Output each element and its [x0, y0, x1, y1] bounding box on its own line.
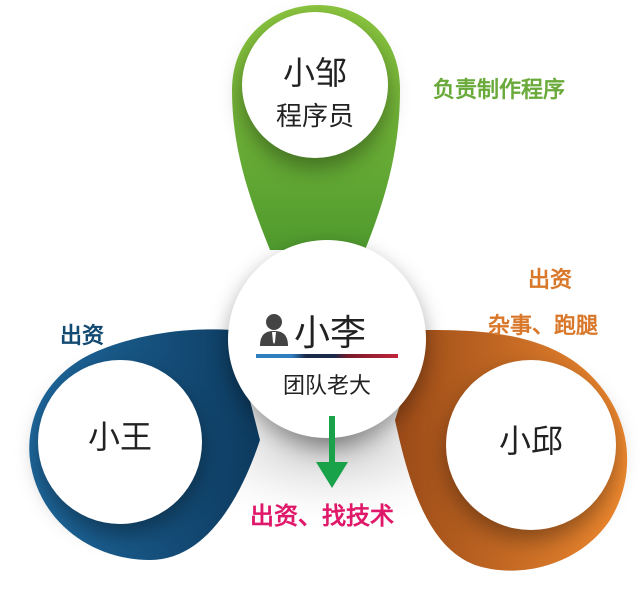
left-member-name: 小王 — [87, 418, 152, 456]
center-member-name: 小李 — [294, 313, 367, 354]
left-member-circle: 小王 — [38, 360, 202, 524]
person-icon — [258, 312, 290, 346]
left-member-note: 出资 — [60, 324, 105, 349]
top-member-role: 程序员 — [275, 102, 354, 132]
tricolor-divider — [256, 354, 398, 358]
right-member-note-2: 杂事、跑腿 — [488, 314, 599, 339]
center-member-note: 出资、找技术 — [250, 502, 394, 530]
top-member-circle: 小邹 程序员 — [242, 12, 388, 158]
down-arrow-icon — [316, 416, 348, 488]
right-member-circle: 小邱 — [446, 360, 616, 530]
center-member-circle: 小李 团队老大 — [228, 240, 426, 438]
top-member-name: 小邹 — [282, 54, 347, 92]
right-member-name: 小邱 — [498, 422, 563, 460]
right-member-note-1: 出资 — [528, 268, 573, 293]
center-member-role: 团队老大 — [282, 374, 371, 399]
top-member-note: 负责制作程序 — [433, 78, 566, 103]
